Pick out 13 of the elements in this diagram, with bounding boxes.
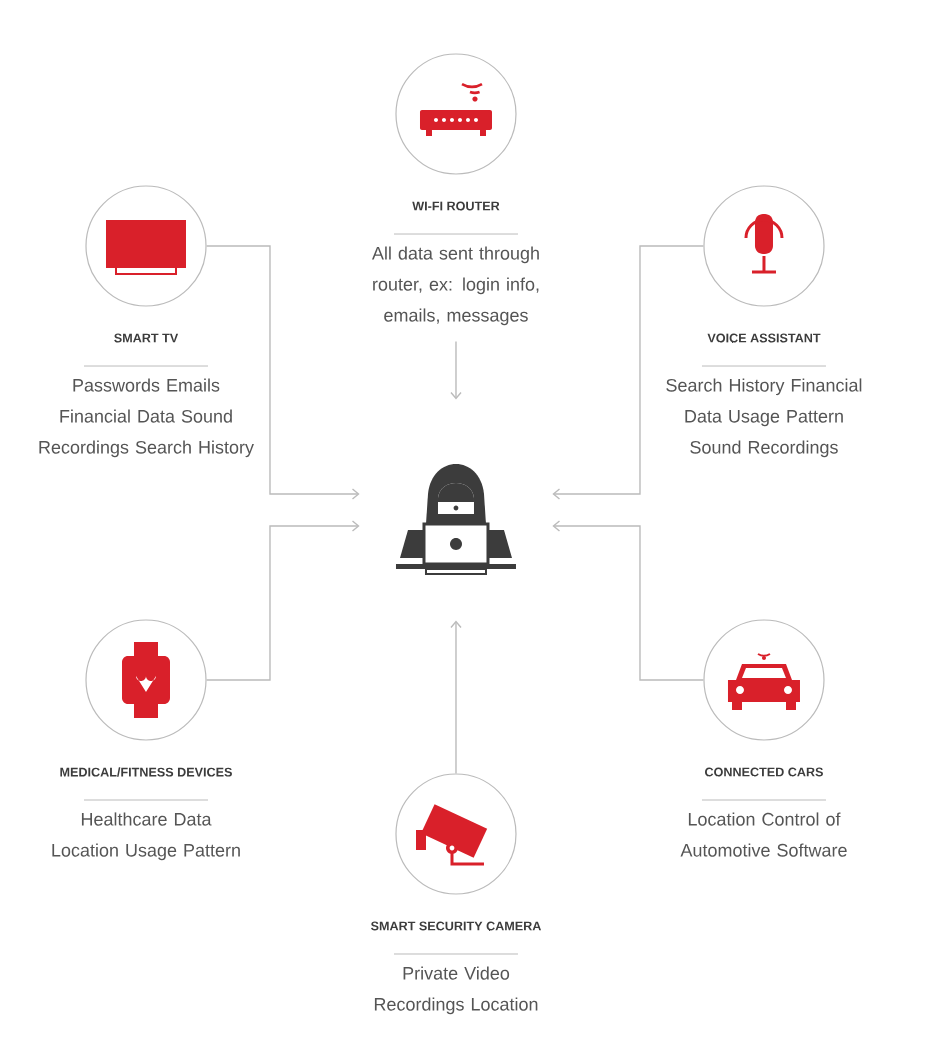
arrow — [450, 620, 462, 775]
data-list: Location Control of Automotive Software — [680, 812, 847, 857]
data-list: Healthcare Data Location Usage Pattern — [52, 812, 240, 861]
hacker-drawing — [396, 464, 516, 575]
data-list: Passwords Emails Financial Data Sound Recordings Search History — [39, 378, 254, 458]
arrow — [450, 340, 462, 400]
arrow — [552, 520, 705, 681]
arrow — [205, 245, 360, 500]
data-list: All data sent through router, ex: login info, emails, messages — [371, 246, 539, 326]
data-list: Search History Financial Data Usage Pattern Sound Recordings — [666, 378, 862, 458]
arrow — [552, 245, 705, 500]
arrow — [205, 520, 360, 681]
data-list: Private Video Recordings Location — [374, 966, 538, 1015]
